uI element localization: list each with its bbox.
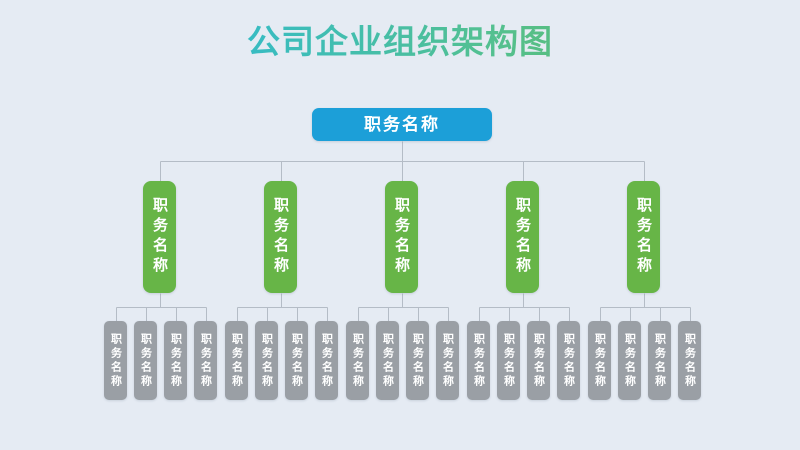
org-node-level3-12-label: 职务名称 bbox=[472, 332, 485, 389]
org-node-level3-2-label: 职务名称 bbox=[169, 332, 182, 389]
org-node-level3-19[interactable]: 职务名称 bbox=[678, 321, 701, 400]
org-node-level2-0-label: 职务名称 bbox=[151, 197, 168, 277]
org-node-level2-3[interactable]: 职务名称 bbox=[506, 181, 539, 293]
org-node-level3-16[interactable]: 职务名称 bbox=[588, 321, 611, 400]
org-node-level3-17[interactable]: 职务名称 bbox=[618, 321, 641, 400]
org-node-level2-1-label: 职务名称 bbox=[272, 197, 289, 277]
org-node-level3-10-label: 职务名称 bbox=[411, 332, 424, 389]
org-node-level3-15[interactable]: 职务名称 bbox=[557, 321, 580, 400]
org-node-level3-2[interactable]: 职务名称 bbox=[164, 321, 187, 400]
org-node-level3-17-label: 职务名称 bbox=[623, 332, 636, 389]
org-node-level2-1[interactable]: 职务名称 bbox=[264, 181, 297, 293]
org-node-level2-4[interactable]: 职务名称 bbox=[627, 181, 660, 293]
org-node-level3-1-label: 职务名称 bbox=[139, 332, 152, 389]
org-node-root-label: 职务名称 bbox=[364, 115, 440, 134]
org-node-level3-5[interactable]: 职务名称 bbox=[255, 321, 278, 400]
org-node-level3-9[interactable]: 职务名称 bbox=[376, 321, 399, 400]
org-node-level2-4-label: 职务名称 bbox=[635, 197, 652, 277]
org-node-level3-19-label: 职务名称 bbox=[683, 332, 696, 389]
org-node-level3-7-label: 职务名称 bbox=[320, 332, 333, 389]
org-node-level3-1[interactable]: 职务名称 bbox=[134, 321, 157, 400]
org-node-level3-0[interactable]: 职务名称 bbox=[104, 321, 127, 400]
org-node-level3-13-label: 职务名称 bbox=[502, 332, 515, 389]
org-node-level3-3[interactable]: 职务名称 bbox=[194, 321, 217, 400]
page-title: 公司企业组织架构图 bbox=[0, 20, 800, 64]
org-node-level3-6-label: 职务名称 bbox=[290, 332, 303, 389]
org-node-level3-10[interactable]: 职务名称 bbox=[406, 321, 429, 400]
org-node-level3-4-label: 职务名称 bbox=[230, 332, 243, 389]
org-node-level3-0-label: 职务名称 bbox=[109, 332, 122, 389]
org-node-level3-8-label: 职务名称 bbox=[351, 332, 364, 389]
org-node-level3-6[interactable]: 职务名称 bbox=[285, 321, 308, 400]
org-node-root[interactable]: 职务名称 bbox=[312, 108, 492, 141]
org-node-level3-14[interactable]: 职务名称 bbox=[527, 321, 550, 400]
org-node-level3-5-label: 职务名称 bbox=[260, 332, 273, 389]
org-node-level2-2[interactable]: 职务名称 bbox=[385, 181, 418, 293]
org-node-level2-3-label: 职务名称 bbox=[514, 197, 531, 277]
org-node-level3-12[interactable]: 职务名称 bbox=[467, 321, 490, 400]
org-node-level3-8[interactable]: 职务名称 bbox=[346, 321, 369, 400]
org-node-level3-18-label: 职务名称 bbox=[653, 332, 666, 389]
org-node-level2-2-label: 职务名称 bbox=[393, 197, 410, 277]
org-node-level3-18[interactable]: 职务名称 bbox=[648, 321, 671, 400]
org-node-level3-3-label: 职务名称 bbox=[199, 332, 212, 389]
org-node-level3-11[interactable]: 职务名称 bbox=[436, 321, 459, 400]
org-node-level2-0[interactable]: 职务名称 bbox=[143, 181, 176, 293]
org-node-level3-14-label: 职务名称 bbox=[532, 332, 545, 389]
org-node-level3-16-label: 职务名称 bbox=[593, 332, 606, 389]
org-node-level3-11-label: 职务名称 bbox=[441, 332, 454, 389]
org-node-level3-13[interactable]: 职务名称 bbox=[497, 321, 520, 400]
org-node-level3-9-label: 职务名称 bbox=[381, 332, 394, 389]
org-node-level3-15-label: 职务名称 bbox=[562, 332, 575, 389]
org-node-level3-7[interactable]: 职务名称 bbox=[315, 321, 338, 400]
org-node-level3-4[interactable]: 职务名称 bbox=[225, 321, 248, 400]
